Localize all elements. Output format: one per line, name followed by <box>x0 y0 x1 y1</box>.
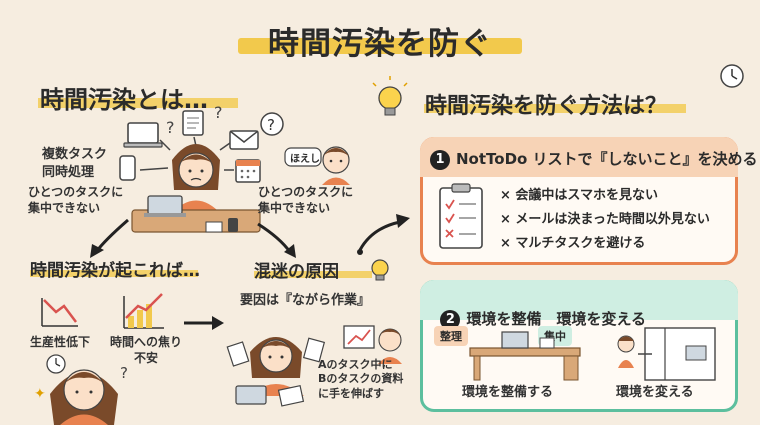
nottodo-item: × マルチタスクを避ける <box>500 236 646 251</box>
right-heading-highlight <box>424 104 686 113</box>
speech-bubble-icon <box>284 147 322 167</box>
phone-icon <box>119 155 136 181</box>
method-1-number: 1 <box>430 149 450 170</box>
left-heading: 時間汚染とは… <box>40 86 208 114</box>
scattered-papers-icon <box>226 337 326 367</box>
scatter-arrows <box>139 136 234 171</box>
question-mark-icon: ? <box>120 364 128 382</box>
arrow-down-left-icon <box>94 218 129 253</box>
cannot-focus-right-label: ひとつのタスクに 集中できない <box>258 185 354 216</box>
nottodo-item: × メールは決まった時間以外見ない <box>500 212 710 227</box>
method-2-number: 2 <box>440 309 461 330</box>
right-heading: 時間汚染を防ぐ方法は？ <box>425 94 668 119</box>
document-icon <box>182 110 204 136</box>
clock-icon <box>720 64 744 88</box>
anxious-person-illustration <box>50 369 118 425</box>
nottodo-item: × 会議中はスマホを見ない <box>500 188 659 203</box>
title-highlight <box>238 38 522 54</box>
coworker-illustration <box>322 146 350 185</box>
caption-organize: 環境を整備する <box>462 385 554 400</box>
clock-stress-icon <box>46 354 66 374</box>
arrow-down-right-icon <box>257 222 292 253</box>
method-2-header-bg <box>420 280 738 320</box>
multi-task-label: 複数タスク 同時処理 <box>42 147 108 180</box>
consequence-highlight <box>30 270 198 277</box>
page-title: 時間汚染を防ぐ <box>268 26 492 62</box>
left-heading-highlight <box>38 98 238 108</box>
tidy-desk-icon <box>469 331 581 381</box>
svg-text:?: ? <box>267 116 275 134</box>
change-environment-icon <box>617 327 716 381</box>
cause-highlight <box>254 271 372 278</box>
cause-example-text: Aのタスク中に Bのタスクの資料 に手を伸ばす <box>318 358 404 400</box>
question-mark-icon: ? <box>214 103 223 122</box>
time-anxiety-label: 時間への焦り 不安 <box>110 335 183 366</box>
cannot-focus-left-label: ひとつのタスクに 集中できない <box>28 185 124 216</box>
nottodo-list: × 会議中はスマホを見ない × メールは決まった時間以外見ない × マルチタスク… <box>500 184 710 256</box>
question-bubble-icon: ? <box>260 112 284 136</box>
rising-chart-icon <box>123 293 164 329</box>
decline-chart-icon <box>41 298 78 327</box>
arrow-to-methods-icon <box>358 220 401 251</box>
consequence-heading: 時間汚染が起これば… <box>30 261 200 281</box>
speech-bubble-text: ほえし <box>290 154 320 165</box>
organize-badge: 整理 <box>434 326 468 346</box>
laptop-icon <box>123 122 163 148</box>
envelope-icon <box>229 130 259 150</box>
method-1-header-bg <box>420 137 738 177</box>
presentation-board-icon <box>343 325 375 349</box>
cause-heading: 混迷の原因 <box>254 262 339 282</box>
checklist-icon <box>439 183 483 249</box>
presenter-illustration <box>378 328 402 364</box>
cause-text: 要因は『ながら作業』 <box>240 293 371 308</box>
caption-change: 環境を変える <box>616 385 694 400</box>
calendar-icon <box>235 159 261 183</box>
question-mark-icon: ? <box>166 118 175 137</box>
stress-mark-icon: ✦ <box>34 386 46 402</box>
lightbulb-icon <box>371 259 389 281</box>
lightbulb-icon <box>372 76 408 116</box>
productivity-down-label: 生産性低下 <box>30 335 91 349</box>
environment-illustration <box>469 327 716 381</box>
confused-worker-illustration <box>235 337 305 407</box>
worker-illustration <box>131 144 261 233</box>
